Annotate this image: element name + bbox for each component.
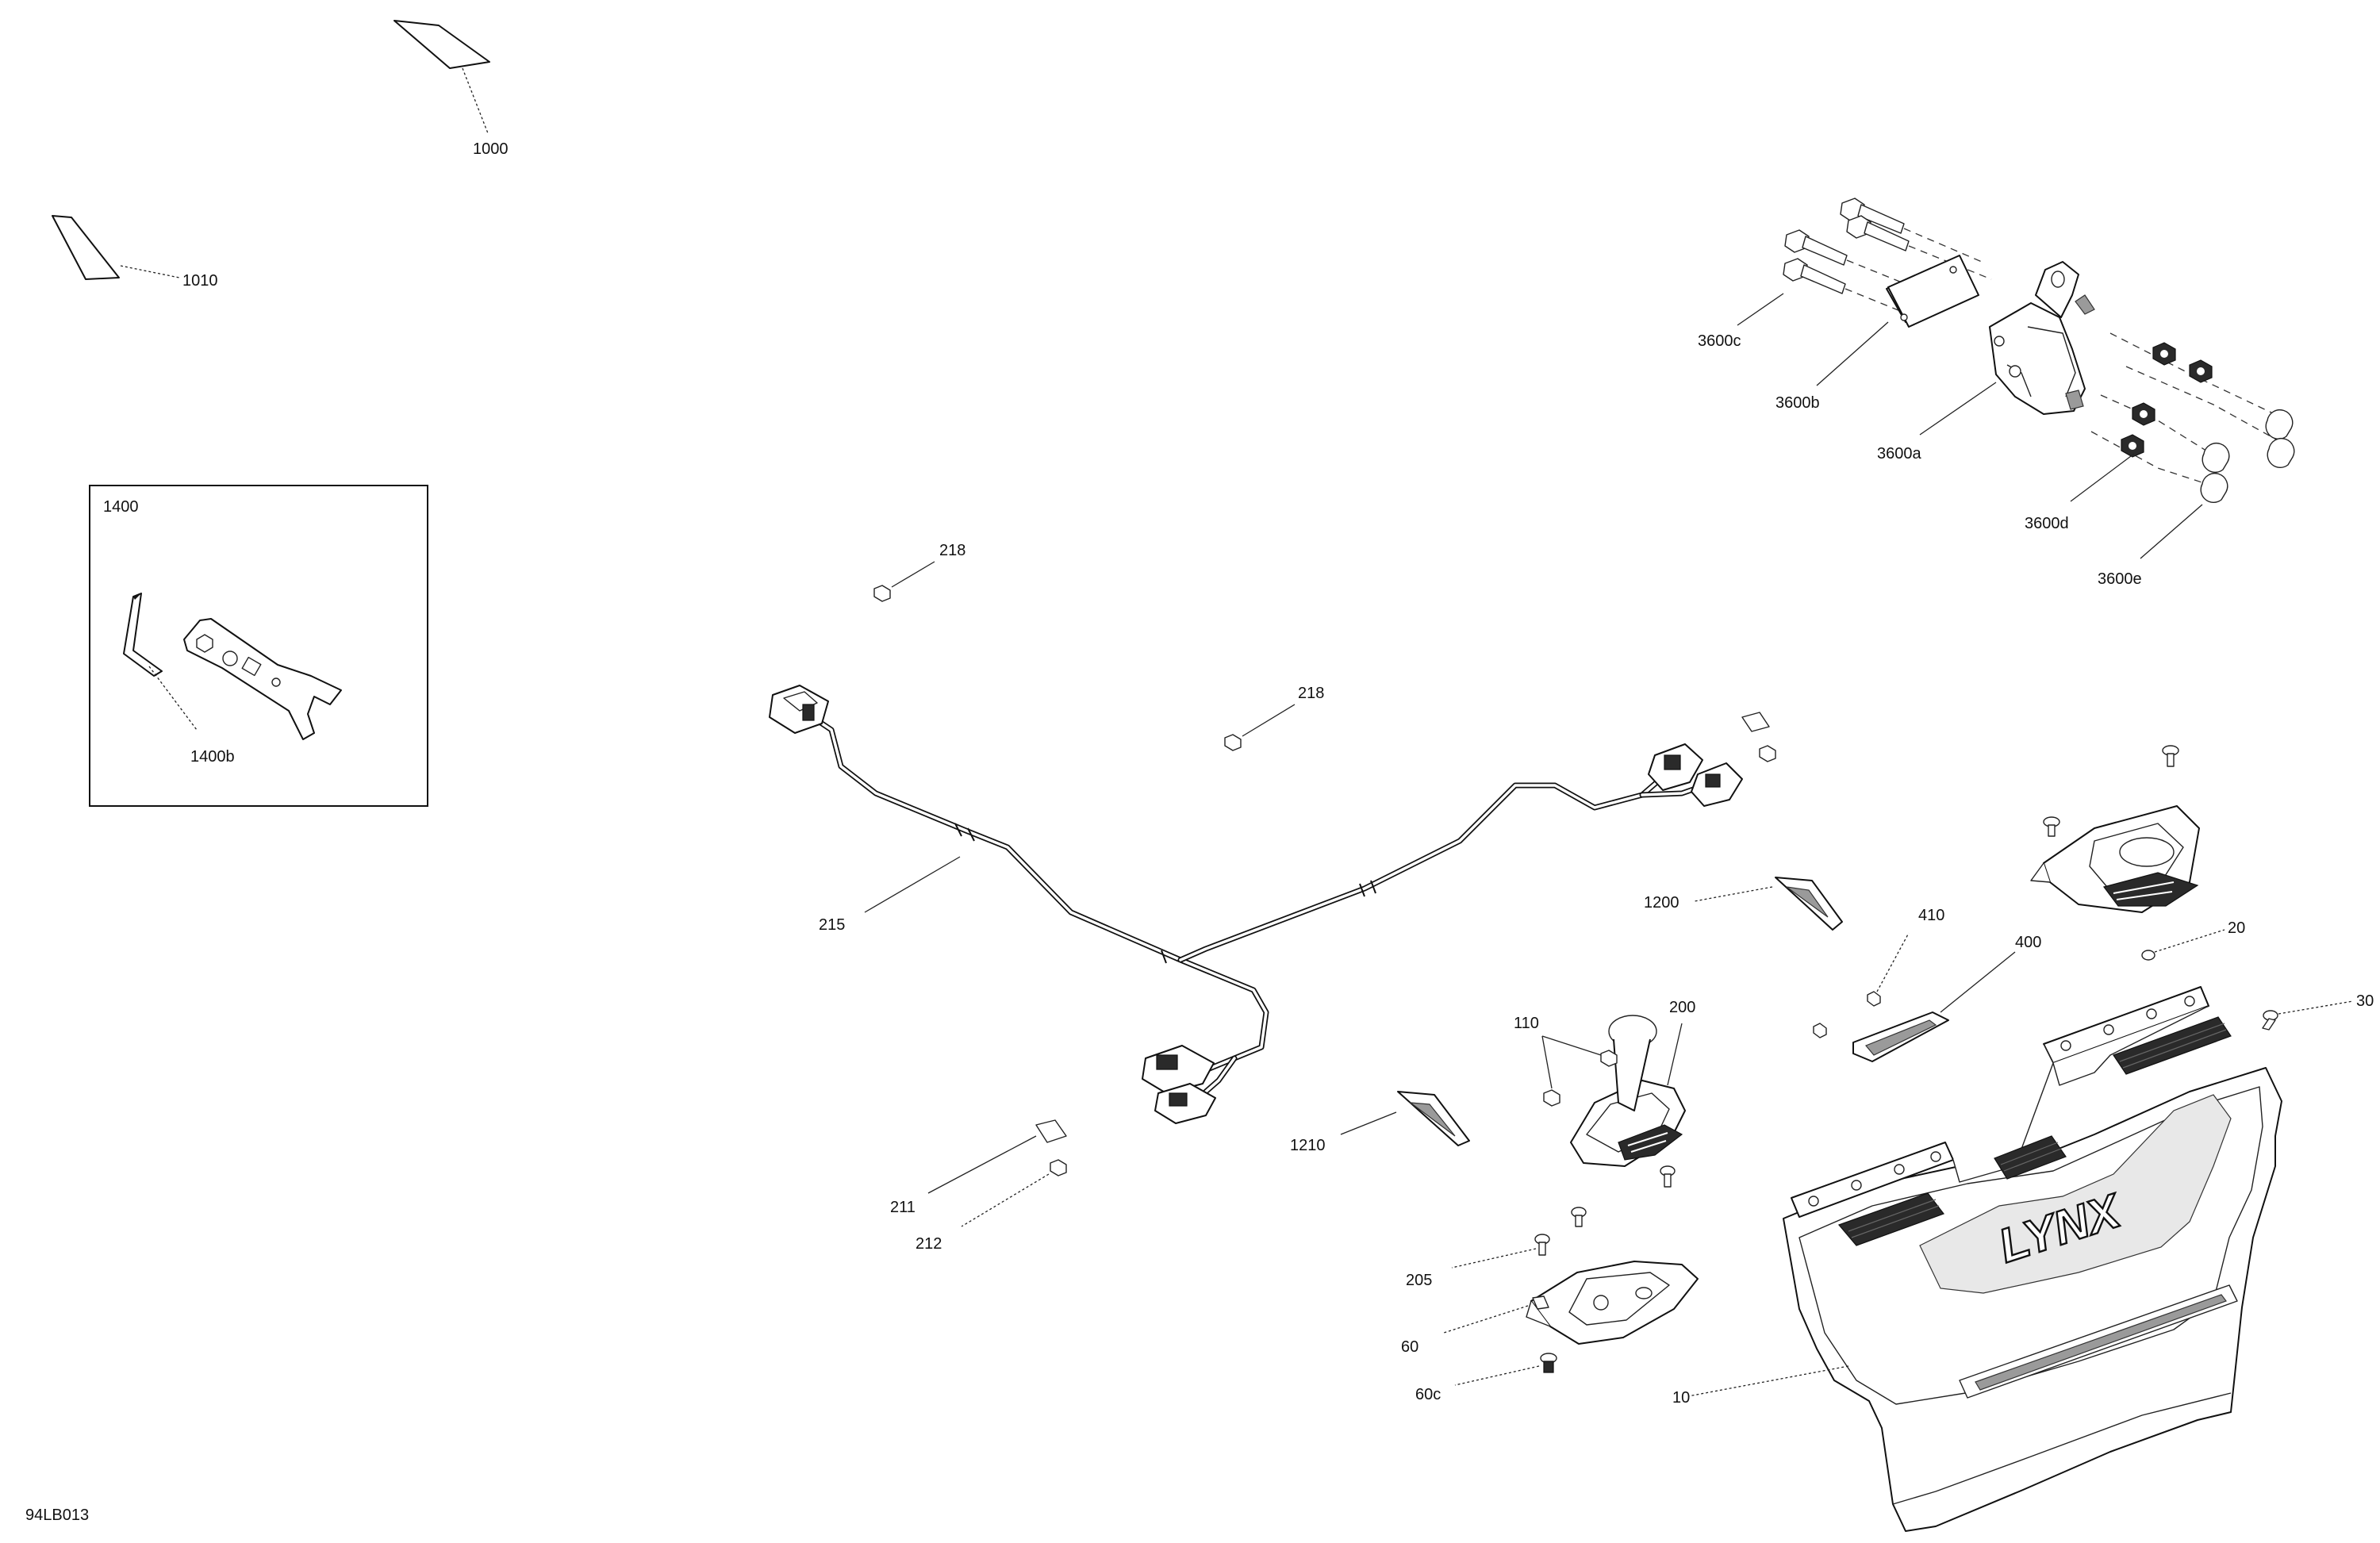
callout-20[interactable]: 20 [2228, 919, 2245, 937]
part-218-nut-a: 218 [873, 542, 965, 602]
callout-400[interactable]: 400 [2015, 934, 2041, 951]
part-1210-reflector: 1210 [1290, 1091, 1470, 1154]
hitch-body-3600a [1989, 261, 2095, 415]
part-110-nuts: 110 [1514, 1015, 1618, 1107]
callout-218-a[interactable]: 218 [939, 542, 965, 559]
harness-connector-right [1648, 743, 1743, 807]
callout-3600d[interactable]: 3600d [2025, 515, 2069, 532]
drawing-id: 94LB013 [25, 1507, 89, 1524]
callout-30[interactable]: 30 [2356, 992, 2374, 1010]
screw-200-left [1571, 1207, 1587, 1227]
part-400-lens: 400 [1852, 934, 2041, 1062]
cap-3600e-3 [2202, 442, 2230, 474]
taillight-assembly-upper [2030, 745, 2200, 913]
callout-212[interactable]: 212 [916, 1235, 942, 1253]
callout-215[interactable]: 215 [819, 916, 845, 934]
bolt-3600c-mid [1846, 215, 1910, 251]
callout-1000[interactable]: 1000 [473, 140, 509, 158]
hex-key [123, 593, 163, 677]
callout-1400[interactable]: 1400 [103, 498, 139, 516]
callout-218-b[interactable]: 218 [1298, 685, 1324, 702]
bolt-3600c-a [1784, 229, 1848, 266]
part-3600-hitch-assembly: 3600c 3600b 3600a 3600d 3600e [1698, 198, 2295, 588]
part-10-rear-panel: LYNX 10 [1672, 986, 2282, 1532]
harness-connector-bottom [1142, 1045, 1216, 1124]
callout-1200[interactable]: 1200 [1644, 894, 1679, 912]
bolt-3600c-top [1840, 198, 1905, 234]
harness-clip-right [1741, 712, 1776, 762]
screw-upper-left [2043, 816, 2060, 837]
callout-1010[interactable]: 1010 [182, 272, 218, 290]
screw-200-right [1660, 1165, 1676, 1188]
cap-3600e-2 [2267, 437, 2295, 469]
callout-200[interactable]: 200 [1669, 999, 1695, 1016]
callout-3600e[interactable]: 3600e [2098, 570, 2142, 588]
part-211-clip: 211 [890, 1119, 1067, 1216]
callout-410[interactable]: 410 [1918, 907, 1944, 924]
callout-3600c[interactable]: 3600c [1698, 332, 1741, 350]
part-30-screw: 30 [2262, 992, 2374, 1031]
callout-110[interactable]: 110 [1514, 1015, 1539, 1032]
part-215-wiring-harness: 215 [769, 685, 1743, 1124]
callout-211[interactable]: 211 [890, 1199, 916, 1216]
part-218-nut-b: 218 [1224, 685, 1324, 751]
bolt-3600c-b [1783, 258, 1846, 294]
part-60-bracket: 60 [1401, 1261, 1699, 1356]
nut-3600d-1 [2152, 342, 2176, 366]
cap-3600e-4 [2200, 472, 2228, 504]
callout-10[interactable]: 10 [1672, 1389, 1690, 1407]
callout-1400b[interactable]: 1400b [190, 748, 235, 766]
part-60c-screw: 60c [1415, 1353, 1557, 1403]
callout-3600b[interactable]: 3600b [1775, 394, 1820, 412]
part-20-washer: 20 [2141, 919, 2245, 961]
part-1200-reflector: 1200 [1644, 877, 1843, 931]
nut-3600d-4 [2121, 434, 2144, 458]
part-212-nut: 212 [916, 1159, 1067, 1253]
part-410-nut: 410 [1867, 907, 1944, 1007]
callout-3600a[interactable]: 3600a [1877, 445, 1921, 463]
part-200-taillight: 200 [1570, 999, 1695, 1167]
callout-60[interactable]: 60 [1401, 1338, 1418, 1356]
harness-connector-left [769, 685, 829, 734]
callout-1210[interactable]: 1210 [1290, 1137, 1326, 1154]
part-1000-decal: 1000 [393, 20, 509, 158]
small-nut-left-of-lens [1813, 1023, 1827, 1038]
spanner-wrench [183, 618, 342, 740]
callout-205[interactable]: 205 [1406, 1272, 1432, 1289]
part-205-screw: 205 [1406, 1234, 1550, 1289]
screw-upper-top [2162, 745, 2179, 767]
part-1010-decal: 1010 [52, 215, 218, 290]
part-1400-tool-kit: 1400 1400b [89, 485, 428, 807]
callout-60c[interactable]: 60c [1415, 1386, 1441, 1403]
nut-3600d-3 [2132, 402, 2155, 426]
nut-3600d-2 [2189, 359, 2213, 383]
cap-3600e-1 [2265, 409, 2294, 440]
